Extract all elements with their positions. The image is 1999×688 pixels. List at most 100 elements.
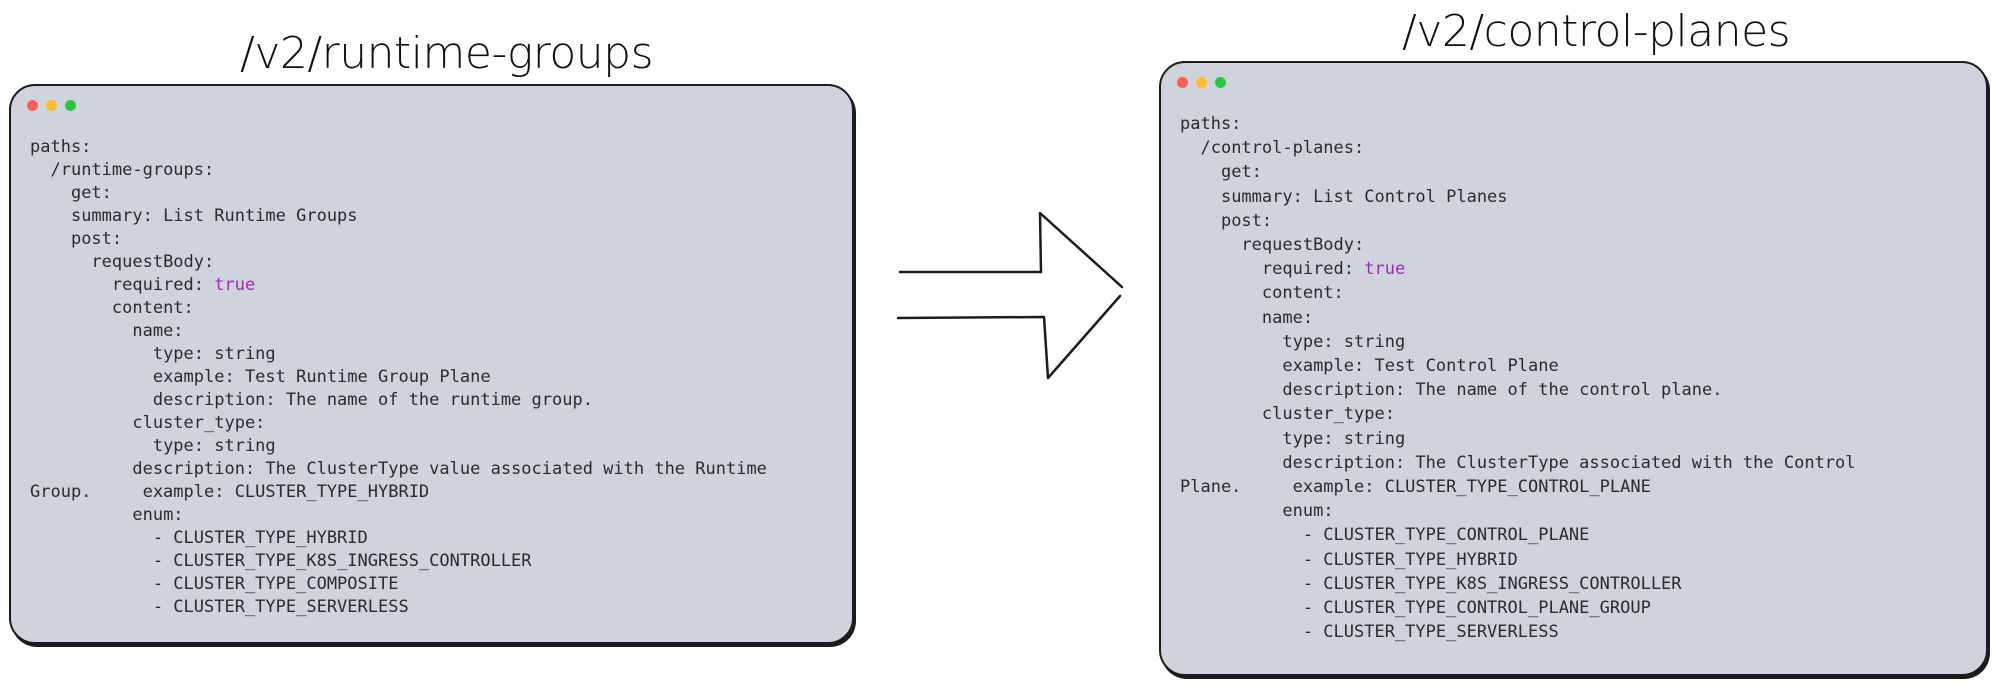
code-line: type: string [30,435,276,458]
code-text: Plane. example: CLUSTER_TYPE_CONTROL_PLA… [1180,477,1651,497]
code-line: - CLUSTER_TYPE_K8S_INGRESS_CONTROLLER [1180,573,1682,596]
minimize-dot-icon [46,100,57,111]
code-line: paths: [30,136,91,159]
code-text: type: string [152,344,276,364]
code-line: content: [30,297,194,320]
code-line: /runtime-groups: [30,159,214,182]
code-line: name: [1180,307,1313,330]
code-line: type: string [1180,331,1405,354]
code-line: - CLUSTER_TYPE_HYBRID [1180,549,1518,572]
code-line: - CLUSTER_TYPE_SERVERLESS [1180,621,1559,644]
code-text: required: [111,275,215,295]
code-line: - CLUSTER_TYPE_CONTROL_PLANE [1180,524,1590,547]
code-line: get: [1180,161,1262,184]
code-text: post: [1220,210,1273,231]
code-text: content: [111,298,194,318]
code-text: summary: List Control Planes [1220,186,1508,207]
left-panel-title: /v2/runtime-groups [240,28,654,79]
transition-arrow-icon [896,211,1124,380]
maximize-dot-icon [65,100,76,111]
code-text: - CLUSTER_TYPE_HYBRID [1302,549,1518,570]
code-line: type: string [1180,428,1405,451]
right-panel-title: /v2/control-planes [1402,6,1791,57]
code-text: /control-planes: [1200,138,1365,159]
code-text: post: [70,229,123,249]
code-text: - CLUSTER_TYPE_K8S_INGRESS_CONTROLLER [1302,573,1682,594]
code-line: description: The name of the runtime gro… [30,389,593,412]
runtime-groups-code-window: paths: /runtime-groups: get: summary: Li… [9,84,854,644]
boolean-value: true [214,275,256,295]
code-text: type: string [152,436,276,456]
code-text: requestBody: [91,252,215,272]
code-text: get: [70,183,112,203]
code-line: paths: [1180,113,1241,136]
code-text: - CLUSTER_TYPE_SERVERLESS [152,597,409,617]
code-text: paths: [30,137,92,157]
close-dot-icon [27,100,38,111]
code-text: description: The name of the control pla… [1282,380,1723,401]
code-line: - CLUSTER_TYPE_K8S_INGRESS_CONTROLLER [30,550,532,573]
control-planes-code-window: paths: /control-planes: get: summary: Li… [1159,61,1988,676]
code-text: - CLUSTER_TYPE_K8S_INGRESS_CONTROLLER [152,551,532,571]
code-text: cluster_type: [1261,404,1395,425]
code-line: example: Test Runtime Group Plane [30,366,491,389]
code-line: Group. example: CLUSTER_TYPE_HYBRID [30,481,429,504]
code-text: type: string [1282,331,1406,352]
code-text: description: The ClusterType value assoc… [132,459,767,479]
code-text: name: [132,321,184,341]
code-line: required: true [1180,258,1405,281]
code-line: name: [30,320,184,343]
code-line: description: The name of the control pla… [1180,379,1722,402]
code-text: name: [1261,307,1314,328]
code-line: requestBody: [30,251,214,274]
code-text: paths: [1180,114,1242,134]
code-text: enum: [132,505,184,525]
code-line: - CLUSTER_TYPE_SERVERLESS [30,596,409,619]
code-text: /runtime-groups: [50,160,215,180]
code-text: required: [1261,259,1365,280]
window-controls [27,100,76,111]
code-line: required: true [30,274,255,297]
code-text: Group. example: CLUSTER_TYPE_HYBRID [30,482,430,502]
code-line: - CLUSTER_TYPE_CONTROL_PLANE_GROUP [1180,597,1651,620]
code-line: description: The ClusterType value assoc… [30,458,767,481]
code-text: requestBody: [1241,235,1365,255]
code-text: example: Test Runtime Group Plane [152,367,491,387]
code-line: enum: [1180,500,1333,523]
code-line: get: [30,182,112,205]
minimize-dot-icon [1196,77,1207,88]
code-line: - CLUSTER_TYPE_COMPOSITE [30,573,399,596]
boolean-value: true [1364,259,1406,280]
code-text: summary: List Runtime Groups [70,206,358,226]
code-text: description: The ClusterType associated … [1282,452,1856,473]
maximize-dot-icon [1215,77,1226,88]
code-line: post: [30,228,122,251]
code-text: - CLUSTER_TYPE_SERVERLESS [1302,622,1559,643]
code-line: Plane. example: CLUSTER_TYPE_CONTROL_PLA… [1180,476,1651,499]
code-line: description: The ClusterType associated … [1180,452,1856,475]
code-text: - CLUSTER_TYPE_CONTROL_PLANE [1302,525,1590,546]
code-line: cluster_type: [30,412,265,435]
code-text: example: Test Control Plane [1282,356,1559,376]
code-text: - CLUSTER_TYPE_CONTROL_PLANE_GROUP [1302,598,1651,618]
close-dot-icon [1177,77,1188,88]
code-line: type: string [30,343,276,366]
code-line: /control-planes: [1180,137,1364,160]
code-line: enum: [30,504,184,527]
code-text: get: [1220,162,1262,183]
code-text: - CLUSTER_TYPE_HYBRID [152,528,368,548]
code-line: example: Test Control Plane [1180,355,1559,378]
code-text: cluster_type: [132,413,266,433]
code-line: summary: List Control Planes [1180,186,1508,209]
code-line: content: [1180,282,1344,305]
code-line: summary: List Runtime Groups [30,205,358,228]
code-line: - CLUSTER_TYPE_HYBRID [30,527,368,550]
code-line: requestBody: [1180,234,1364,257]
code-line: post: [1180,210,1272,233]
window-controls [1177,77,1226,88]
code-line: cluster_type: [1180,403,1395,426]
code-text: description: The name of the runtime gro… [152,390,593,410]
code-text: type: string [1282,428,1406,449]
code-text: - CLUSTER_TYPE_COMPOSITE [152,574,399,594]
code-text: content: [1261,283,1344,304]
